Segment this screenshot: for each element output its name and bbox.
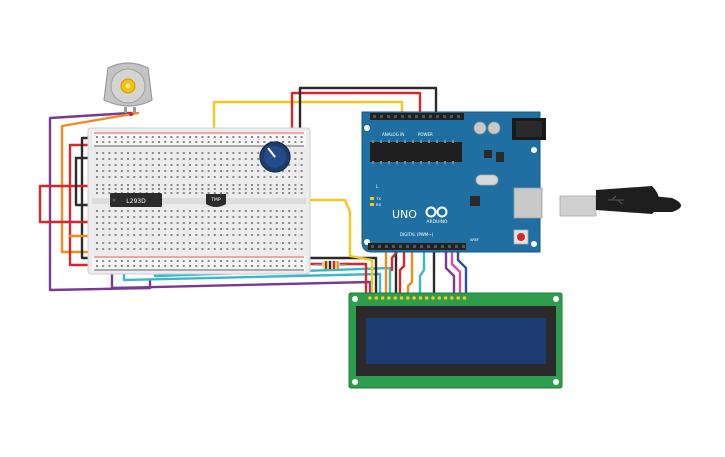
breadboard[interactable]	[87, 127, 311, 275]
resistor[interactable]	[314, 261, 346, 269]
wire-d-purple	[444, 246, 456, 298]
temperature-sensor[interactable]: TMP	[206, 194, 226, 207]
wire-left-red-2	[38, 184, 132, 224]
aref-label: AREF	[470, 238, 479, 242]
digital-label: DIGITAL (PWM~)	[400, 232, 434, 237]
dc-motor[interactable]	[103, 62, 153, 117]
ic-label: L293D	[126, 198, 146, 205]
analog-in-label: ANALOG IN	[382, 132, 404, 137]
wire-d-orange-2	[406, 246, 414, 298]
wire-d-red	[398, 246, 406, 298]
lcd-display[interactable]	[348, 292, 563, 389]
wire-top-black	[298, 86, 438, 152]
wire-left-black-2	[74, 156, 97, 207]
sensor-label: TMP	[210, 197, 221, 203]
lcd-pins	[368, 296, 467, 300]
wire-motor-purple	[48, 111, 152, 292]
power-label: POWER	[418, 132, 433, 137]
rx-label: RX	[376, 202, 382, 207]
wire-d-cyan	[418, 246, 426, 298]
arduino-logo-icon	[425, 206, 448, 218]
lcd-screen	[366, 318, 546, 364]
arduino-uno[interactable]: ANALOG IN POWER	[361, 111, 546, 253]
l-label: L	[376, 184, 379, 189]
arduino-brand-label: ARDUINO	[426, 219, 448, 225]
wire-d-pink	[450, 246, 462, 298]
wire-d-blue	[456, 246, 468, 298]
wire-lcd-black-a	[298, 256, 378, 298]
tx-label: TX	[375, 196, 381, 201]
uno-label: UNO	[392, 208, 417, 221]
usb-cable[interactable]	[559, 186, 681, 217]
potentiometer[interactable]	[259, 141, 291, 173]
l293d-chip[interactable]: L293D	[110, 193, 162, 207]
usb-icon	[608, 195, 624, 205]
wire-pot-lcd-yellow	[348, 254, 374, 298]
wire-top-red	[290, 91, 422, 142]
